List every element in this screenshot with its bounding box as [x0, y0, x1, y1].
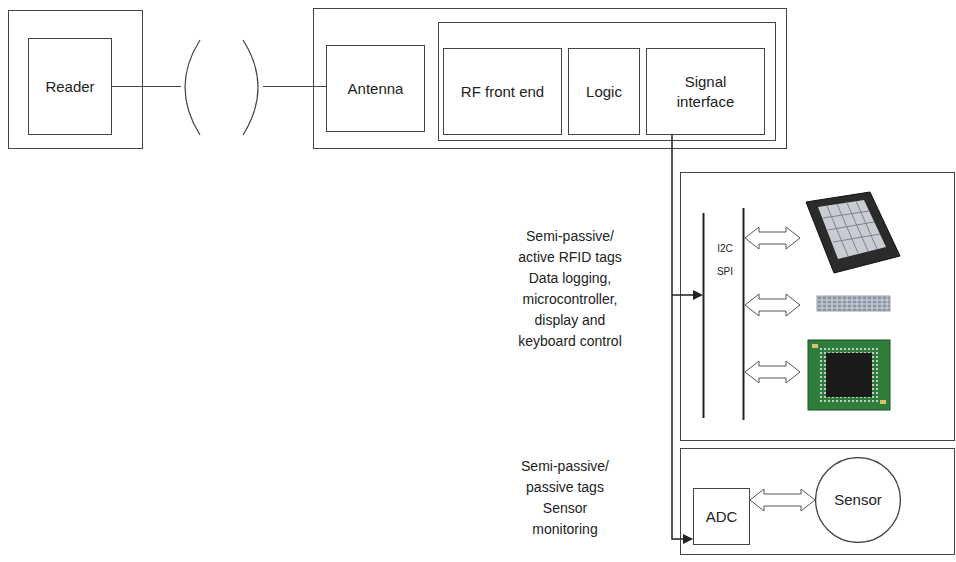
node-label: ADC — [706, 507, 738, 527]
connector — [672, 135, 693, 544]
antenna-bracket — [243, 40, 258, 135]
adc-box: ADC — [693, 488, 750, 545]
bus-line — [703, 213, 705, 418]
chip-frame — [439, 23, 776, 141]
hollow-arrow — [745, 294, 800, 316]
note-text: Semi-passive/ active RFID tags Data logg… — [511, 226, 629, 352]
antenna-box: Antenna — [326, 45, 425, 132]
tag-frame — [314, 9, 787, 149]
reader-frame — [9, 11, 143, 149]
bus-line — [743, 208, 745, 420]
sensor-circle: Sensor — [815, 457, 901, 543]
connector — [750, 489, 815, 511]
node-label: Antenna — [348, 79, 404, 99]
reader-box: Reader — [28, 38, 112, 135]
signal-interface-box: Signal interface — [646, 48, 765, 135]
bus-name: SPI — [710, 266, 740, 278]
pda-illustration — [806, 192, 900, 273]
node-label: Reader — [45, 77, 94, 97]
node-label: RF front end — [461, 82, 544, 102]
peripheral-panel — [681, 173, 955, 441]
bus-branch — [672, 294, 696, 296]
sensor-panel — [681, 449, 955, 555]
connector — [112, 86, 326, 87]
node-label: Signal interface — [666, 72, 746, 112]
note-text: Semi-passive/ passive tags Sensor monito… — [515, 456, 615, 540]
antenna-bracket — [185, 40, 200, 135]
rf-front-end-box: RF front end — [443, 48, 562, 135]
arrow-head — [683, 534, 693, 544]
node-label: Logic — [586, 82, 622, 102]
hollow-arrow — [745, 227, 800, 249]
logic-box: Logic — [568, 48, 640, 135]
chip-illustration — [808, 340, 890, 410]
bus-name: I2C — [710, 243, 740, 255]
node-label: Sensor — [834, 490, 882, 510]
arrow-head — [693, 290, 703, 300]
keyboard-illustration — [817, 296, 890, 311]
hollow-arrow — [745, 361, 800, 383]
